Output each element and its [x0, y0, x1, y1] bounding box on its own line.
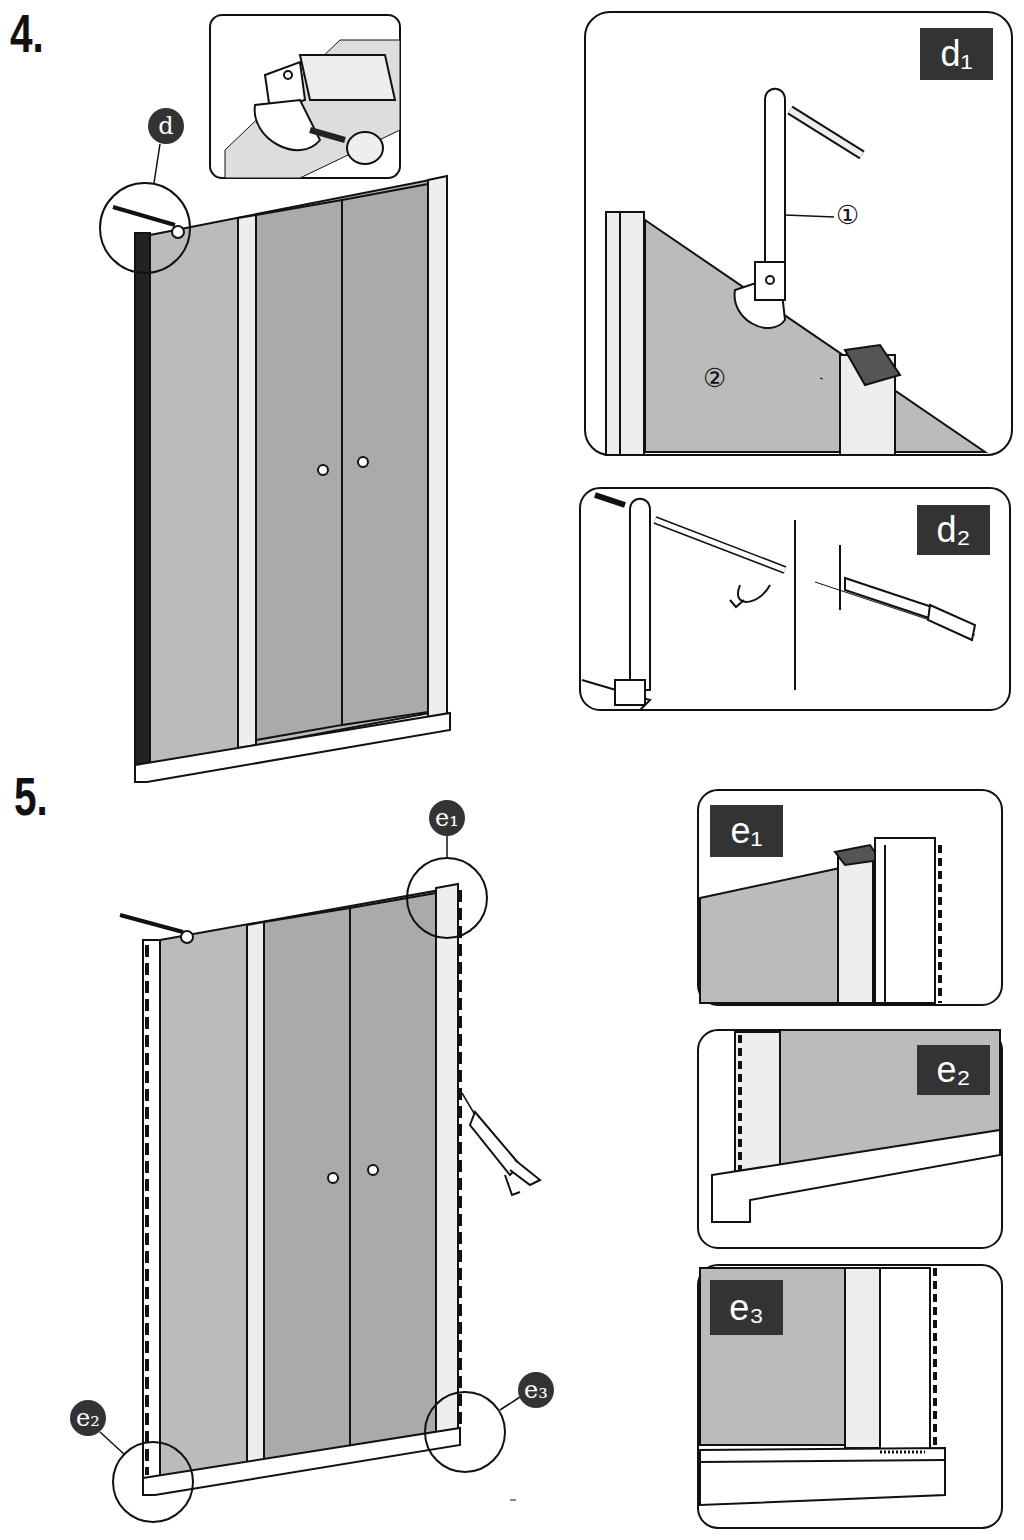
- label-text: e₃: [524, 1376, 548, 1404]
- label-text: e₂: [76, 1404, 100, 1432]
- panel-label: e₁: [710, 805, 783, 857]
- label-text: d₂: [937, 509, 971, 551]
- callout-number: ②: [703, 363, 726, 393]
- panel-label: e₃: [710, 1280, 783, 1335]
- callout-badge: e₂: [70, 1400, 106, 1436]
- label-text: d₁: [940, 33, 972, 75]
- label-text: e₃: [729, 1287, 764, 1329]
- callout-number: ①: [836, 200, 859, 230]
- callout-badge: e₁: [429, 800, 465, 836]
- step-number: 5.: [14, 765, 48, 827]
- panel-label: d₂: [917, 505, 990, 555]
- callout-badge: e₃: [518, 1372, 554, 1408]
- label-text: e₁: [435, 804, 459, 832]
- panel-label: d₁: [920, 28, 993, 80]
- label-text: e₁: [730, 810, 762, 852]
- label-text: d: [158, 112, 173, 140]
- panel-label: e₂: [917, 1045, 990, 1095]
- label-text: e₂: [937, 1049, 971, 1091]
- step-number: 4.: [10, 2, 44, 64]
- callout-badge: d: [148, 108, 184, 144]
